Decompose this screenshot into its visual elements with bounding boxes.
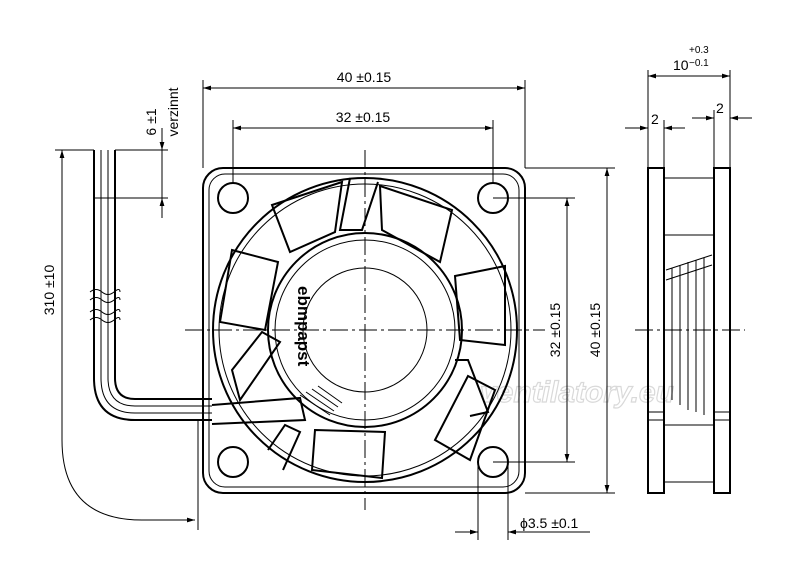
dim-hole-spacing-right: 32 ±0.15 — [547, 303, 563, 358]
cable-wire-3 — [107, 150, 212, 407]
dim-strip-note: verzinnt — [165, 87, 181, 136]
blade-2 — [453, 264, 506, 347]
side-view: 10 +0.3 −0.1 2 2 — [625, 45, 752, 494]
blade-1 — [378, 184, 454, 264]
dim-hole-spacing-top: 32 ±0.15 — [336, 109, 391, 125]
mounting-hole-bottom-left — [217, 446, 249, 478]
strut-cable-channel — [211, 396, 307, 425]
dim-flange-left: 2 — [651, 111, 659, 127]
strut-bottom — [267, 423, 302, 471]
cable-wire-1 — [93, 150, 212, 421]
blade-7 — [270, 180, 344, 254]
dim-depth-base: 10 — [673, 57, 689, 73]
blade-3 — [433, 374, 497, 462]
dimensions: 40 ±0.15 32 ±0.15 32 ±0.15 40 ±0.15 310 … — [41, 69, 615, 540]
dim-width-top: 40 ±0.15 — [337, 69, 392, 85]
side-blade-edge — [665, 254, 713, 281]
dim-cable-length: 310 ±10 — [41, 265, 57, 316]
blade-4 — [310, 428, 387, 480]
dim-line-cable-length — [59, 150, 195, 523]
dim-strip-length: 6 ±1 — [143, 108, 159, 135]
dim-depth-tol-plus: +0.3 — [689, 45, 709, 56]
strut-top — [338, 177, 379, 231]
blade-5 — [230, 330, 282, 403]
dim-hole-diameter: ϕ3.5 ±0.1 — [520, 515, 579, 531]
mounting-hole-top-left — [217, 182, 249, 214]
cable — [89, 150, 212, 421]
cable-wire-4 — [114, 150, 212, 400]
front-view: ebmpapst — [185, 150, 545, 510]
dim-depth-tol-minus: −0.1 — [689, 58, 709, 69]
side-blades — [671, 258, 705, 415]
cable-exit-hatch — [299, 385, 343, 416]
dim-height-right: 40 ±0.15 — [587, 303, 603, 358]
strut-right — [455, 359, 490, 417]
brand-logo: ebmpapst — [294, 286, 313, 367]
cable-wire-2 — [100, 150, 212, 414]
dim-flange-right: 2 — [716, 100, 724, 116]
watermark: ventilatory.eu — [480, 376, 674, 409]
